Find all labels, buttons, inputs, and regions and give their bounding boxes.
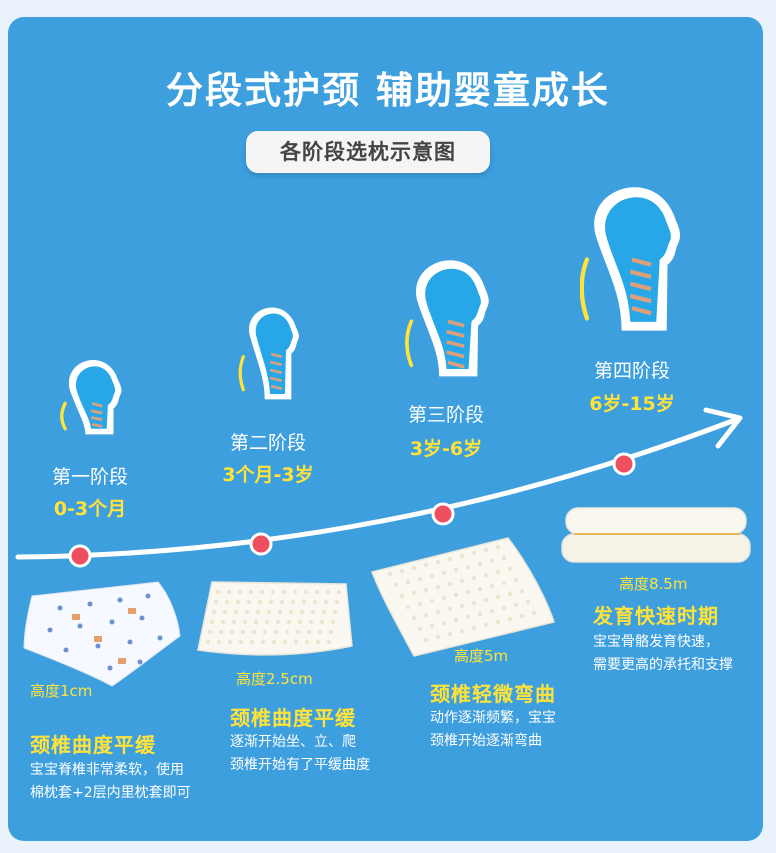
description-line: 宝宝脊椎非常柔软，使用	[30, 762, 184, 778]
growth-curve-line	[15, 417, 738, 560]
stage-3-age: 3岁-6岁	[409, 438, 483, 460]
description-line: 颈椎开始逐渐弯曲	[430, 733, 542, 749]
stage-4-feature: 发育快速时期	[593, 604, 719, 628]
child-head-icon-stage-4	[580, 187, 681, 331]
stage-dot-2	[249, 532, 273, 556]
stage-2-height: 高度2.5cm	[236, 670, 313, 688]
stage-4-description: 宝宝骨骼发育快速， 需要更高的承托和支撑	[593, 631, 733, 677]
thin-cotton-pillow-illustration	[23, 581, 181, 687]
description-line: 宝宝骨骼发育快速，	[593, 634, 719, 650]
stage-3-description: 动作逐渐频繁，宝宝 颈椎开始逐渐弯曲	[430, 707, 556, 753]
description-line: 棉枕套+2层内里枕套即可	[30, 785, 191, 801]
child-head-icon-stage-1	[60, 359, 122, 435]
stage-dot-1	[68, 544, 92, 568]
stage-2-age: 3个月-3岁	[222, 464, 314, 486]
stage-1-description: 宝宝脊椎非常柔软，使用 棉枕套+2层内里枕套即可	[30, 759, 191, 805]
pillow-2-5cm-illustration	[197, 581, 353, 656]
stage-2-description: 逐渐开始坐、立、爬 颈椎开始有了平缓曲度	[230, 731, 370, 777]
stage-dot-3	[431, 502, 455, 526]
stage-1-height: 高度1cm	[30, 682, 93, 700]
stage-1-age: 0-3个月	[53, 498, 127, 520]
child-head-icon-stage-2	[238, 307, 299, 400]
pillow-5cm-illustration	[370, 537, 555, 657]
description-line: 颈椎开始有了平缓曲度	[230, 757, 370, 773]
stage-4-height: 高度8.5m	[619, 575, 688, 593]
stage-3-feature: 颈椎轻微弯曲	[430, 682, 556, 706]
stage-2-name: 第二阶段	[229, 432, 306, 454]
stage-3-name: 第三阶段	[407, 404, 484, 426]
stage-dot-4	[612, 452, 636, 476]
stage-3-height: 高度5m	[454, 647, 509, 665]
stage-1-name: 第一阶段	[51, 466, 128, 488]
page-title: 分段式护颈 辅助婴童成长	[166, 69, 610, 112]
stage-1-feature: 颈椎曲度平缓	[30, 733, 156, 757]
arrow-head-icon	[703, 407, 743, 449]
stage-4-name: 第四阶段	[593, 360, 670, 382]
description-line: 逐渐开始坐、立、爬	[230, 734, 356, 750]
subtitle-badge: 各阶段选枕示意图	[246, 131, 490, 173]
child-head-icon-stage-3	[405, 260, 489, 377]
stage-2-feature: 颈椎曲度平缓	[230, 706, 356, 730]
description-line: 需要更高的承托和支撑	[593, 657, 733, 673]
description-line: 动作逐渐频繁，宝宝	[430, 710, 556, 726]
pillow-8-5cm-illustration	[561, 507, 751, 563]
stage-4-age: 6岁-15岁	[589, 393, 675, 415]
